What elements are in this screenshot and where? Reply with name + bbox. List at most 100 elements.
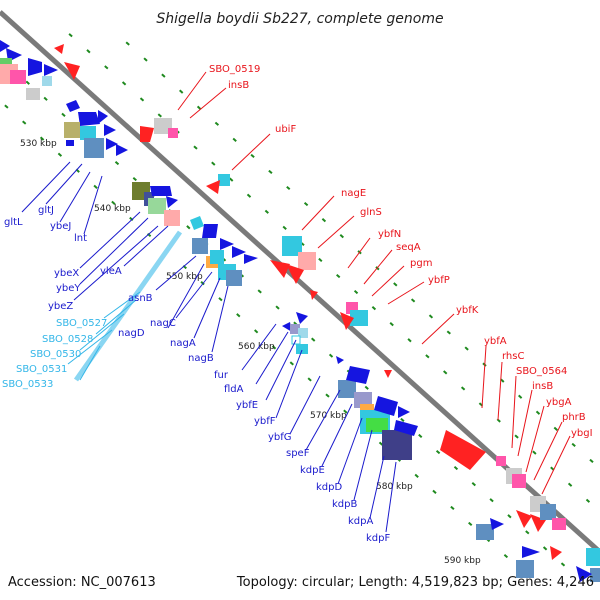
gene-label[interactable]: ybfG [268,432,292,443]
gene-block[interactable] [282,236,302,256]
gene-label[interactable]: ybfP [428,275,450,286]
gene-block[interactable] [296,344,308,354]
gene-label[interactable]: SBO_0531 [16,364,67,375]
gene-label[interactable]: SBO_0519 [209,64,260,75]
gene-arrow[interactable] [310,290,318,300]
gene-arrow[interactable] [54,44,64,54]
gene-block[interactable] [42,76,52,86]
gene-arrow[interactable] [296,312,308,324]
gene-label[interactable]: ybeX [54,268,79,279]
gene-block[interactable] [350,310,368,326]
gene-block[interactable] [10,70,26,84]
gene-arrow[interactable] [28,58,42,76]
gene-arrow[interactable] [64,62,80,80]
gene-block[interactable] [226,270,242,286]
gene-arrow[interactable] [66,100,80,112]
gene-label[interactable]: SBO_0530 [30,349,81,360]
gene-block[interactable] [586,548,600,566]
gene-label[interactable]: kdpB [332,499,357,510]
gene-arrow[interactable] [374,396,398,416]
gene-label[interactable]: phrB [562,412,586,423]
gene-label[interactable]: fur [214,370,229,381]
gene-arrow[interactable] [440,430,486,470]
gene-block[interactable] [154,118,172,134]
gene-arrow[interactable] [576,566,592,582]
gene-label[interactable]: lnt [74,233,87,244]
gene-label[interactable]: gltL [4,217,23,228]
gene-block[interactable] [298,252,316,270]
gene-label[interactable]: yleA [100,266,122,277]
gene-block[interactable] [192,238,208,254]
gene-label[interactable]: insB [228,80,249,91]
gene-arrow[interactable] [340,312,354,330]
gene-label[interactable]: ybeJ [50,221,71,232]
gene-arrow[interactable] [220,238,234,250]
gene-label[interactable]: ybgI [571,428,593,439]
gene-label[interactable]: SBO_0533 [2,379,53,390]
gene-arrow[interactable] [166,196,178,208]
gene-block[interactable] [26,88,40,100]
gene-block[interactable] [298,328,308,338]
gene-arrow[interactable] [140,126,154,142]
gene-block[interactable] [290,324,300,334]
gene-arrow[interactable] [286,264,304,284]
gene-arrow[interactable] [336,356,344,364]
gene-block[interactable] [164,210,180,226]
gene-arrow[interactable] [98,110,108,124]
gene-label[interactable]: SBO_0564 [516,366,567,377]
gene-block[interactable] [148,198,166,214]
gene-label[interactable]: fldA [224,384,244,395]
gene-label[interactable]: gltJ [38,205,54,216]
gene-arrow[interactable] [398,406,410,418]
gene-label[interactable]: speF [286,448,310,459]
gene-label[interactable]: ybfA [484,336,507,347]
gene-label[interactable]: ybfE [236,400,258,411]
gene-label[interactable]: kdpD [316,482,342,493]
gene-block[interactable] [512,474,526,488]
gene-block[interactable] [366,418,388,432]
gene-block[interactable] [64,122,80,138]
gene-arrow[interactable] [516,510,532,528]
gene-label[interactable]: ybfN [378,229,401,240]
gene-arrow[interactable] [78,112,100,126]
gene-arrow[interactable] [206,180,220,194]
gene-label[interactable]: ybfK [456,305,479,316]
gene-arrow[interactable] [282,322,292,332]
gene-label[interactable]: asnB [128,293,153,304]
gene-arrow[interactable] [522,546,540,558]
gene-block[interactable] [496,456,506,466]
gene-block[interactable] [552,518,566,530]
gene-block[interactable] [476,524,494,540]
gene-label[interactable]: ybeY [56,283,81,294]
gene-block[interactable] [218,174,230,186]
gene-block[interactable] [516,560,534,578]
gene-label[interactable]: ybfF [254,416,276,427]
gene-arrow[interactable] [394,420,418,436]
gene-arrow[interactable] [150,186,172,196]
gene-block[interactable] [210,250,224,264]
gene-block[interactable] [84,138,104,158]
gene-label[interactable]: nagE [341,188,366,199]
gene-label[interactable]: kdpE [300,465,325,476]
gene-arrow[interactable] [104,124,116,136]
gene-label[interactable]: rhsC [502,351,524,362]
gene-label[interactable]: seqA [396,242,421,253]
gene-arrow[interactable] [116,144,128,156]
gene-block[interactable] [590,568,600,582]
gene-arrow[interactable] [190,216,204,230]
gene-block[interactable] [168,128,178,138]
gene-arrow[interactable] [0,40,10,52]
gene-block[interactable] [540,504,556,520]
gene-label[interactable]: kdpA [348,516,373,527]
gene-label[interactable]: SBO_0528 [42,334,93,345]
gene-arrow[interactable] [270,260,290,278]
gene-arrow[interactable] [232,246,246,258]
gene-block[interactable] [382,430,412,460]
gene-arrow[interactable] [106,138,118,150]
gene-arrow[interactable] [44,64,58,76]
gene-arrow[interactable] [244,254,258,264]
gene-arrow[interactable] [384,370,392,378]
gene-label[interactable]: nagA [170,338,196,349]
gene-label[interactable]: pgm [410,258,432,269]
gene-block[interactable] [66,140,74,146]
